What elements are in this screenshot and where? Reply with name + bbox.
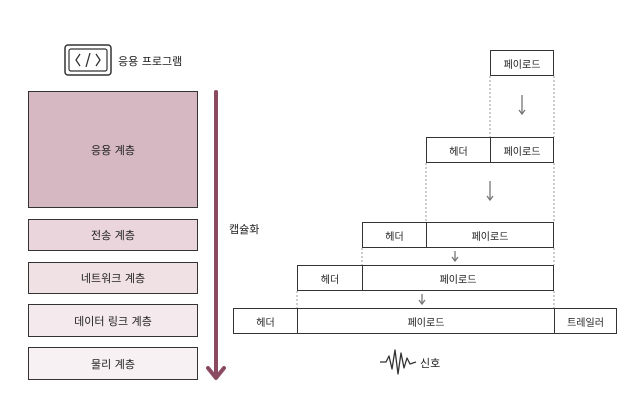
payload-label: 페이로드 [439, 274, 477, 286]
header-box: 헤더 [233, 308, 298, 334]
header-label: 헤더 [449, 146, 468, 158]
layer-label: 전송 계층 [91, 229, 135, 242]
header-box: 헤더 [362, 222, 427, 248]
layer-network: 네트워크 계층 [28, 262, 198, 294]
payload-label: 페이로드 [471, 231, 509, 243]
layer-label: 응용 계층 [91, 143, 135, 157]
header-box: 헤더 [426, 137, 491, 163]
trailer-box: 트레일러 [554, 308, 617, 334]
down-arrow-icon [518, 95, 526, 116]
layer-application: 응용 계층 [28, 91, 198, 208]
down-arrow-icon [418, 294, 426, 306]
header-label: 헤더 [256, 317, 275, 329]
encapsulation-label: 캡슐화 [229, 223, 260, 236]
layer-transport: 전송 계층 [28, 219, 198, 251]
payload-label: 페이로드 [503, 146, 541, 158]
encapsulation-arrow [206, 90, 226, 380]
trailer-label: 트레일러 [567, 317, 604, 329]
signal-label: 신호 [420, 357, 441, 370]
layer-label: 데이터 링크 계층 [74, 314, 152, 328]
signal-wave-icon [380, 349, 417, 375]
payload-box: 페이로드 [426, 222, 554, 248]
layer-data-link: 데이터 링크 계층 [28, 304, 198, 337]
application-program-label: 응용 프로그램 [118, 55, 183, 68]
payload-label: 페이로드 [503, 59, 541, 71]
header-label: 헤더 [385, 231, 404, 243]
dashed-guides [296, 76, 555, 308]
payload-box: 페이로드 [490, 137, 554, 163]
down-arrow-icon [486, 181, 494, 202]
layer-label: 물리 계층 [91, 357, 135, 371]
header-label: 헤더 [320, 274, 340, 286]
layer-label: 네트워크 계층 [80, 272, 146, 285]
payload-box: 페이로드 [362, 265, 554, 291]
down-arrow-icon [451, 251, 459, 263]
header-box: 헤더 [297, 265, 363, 291]
layer-physical: 물리 계층 [28, 347, 198, 380]
payload-box: 페이로드 [490, 50, 554, 76]
payload-box: 페이로드 [297, 308, 555, 334]
code-icon [64, 44, 112, 76]
payload-label: 페이로드 [407, 317, 445, 329]
